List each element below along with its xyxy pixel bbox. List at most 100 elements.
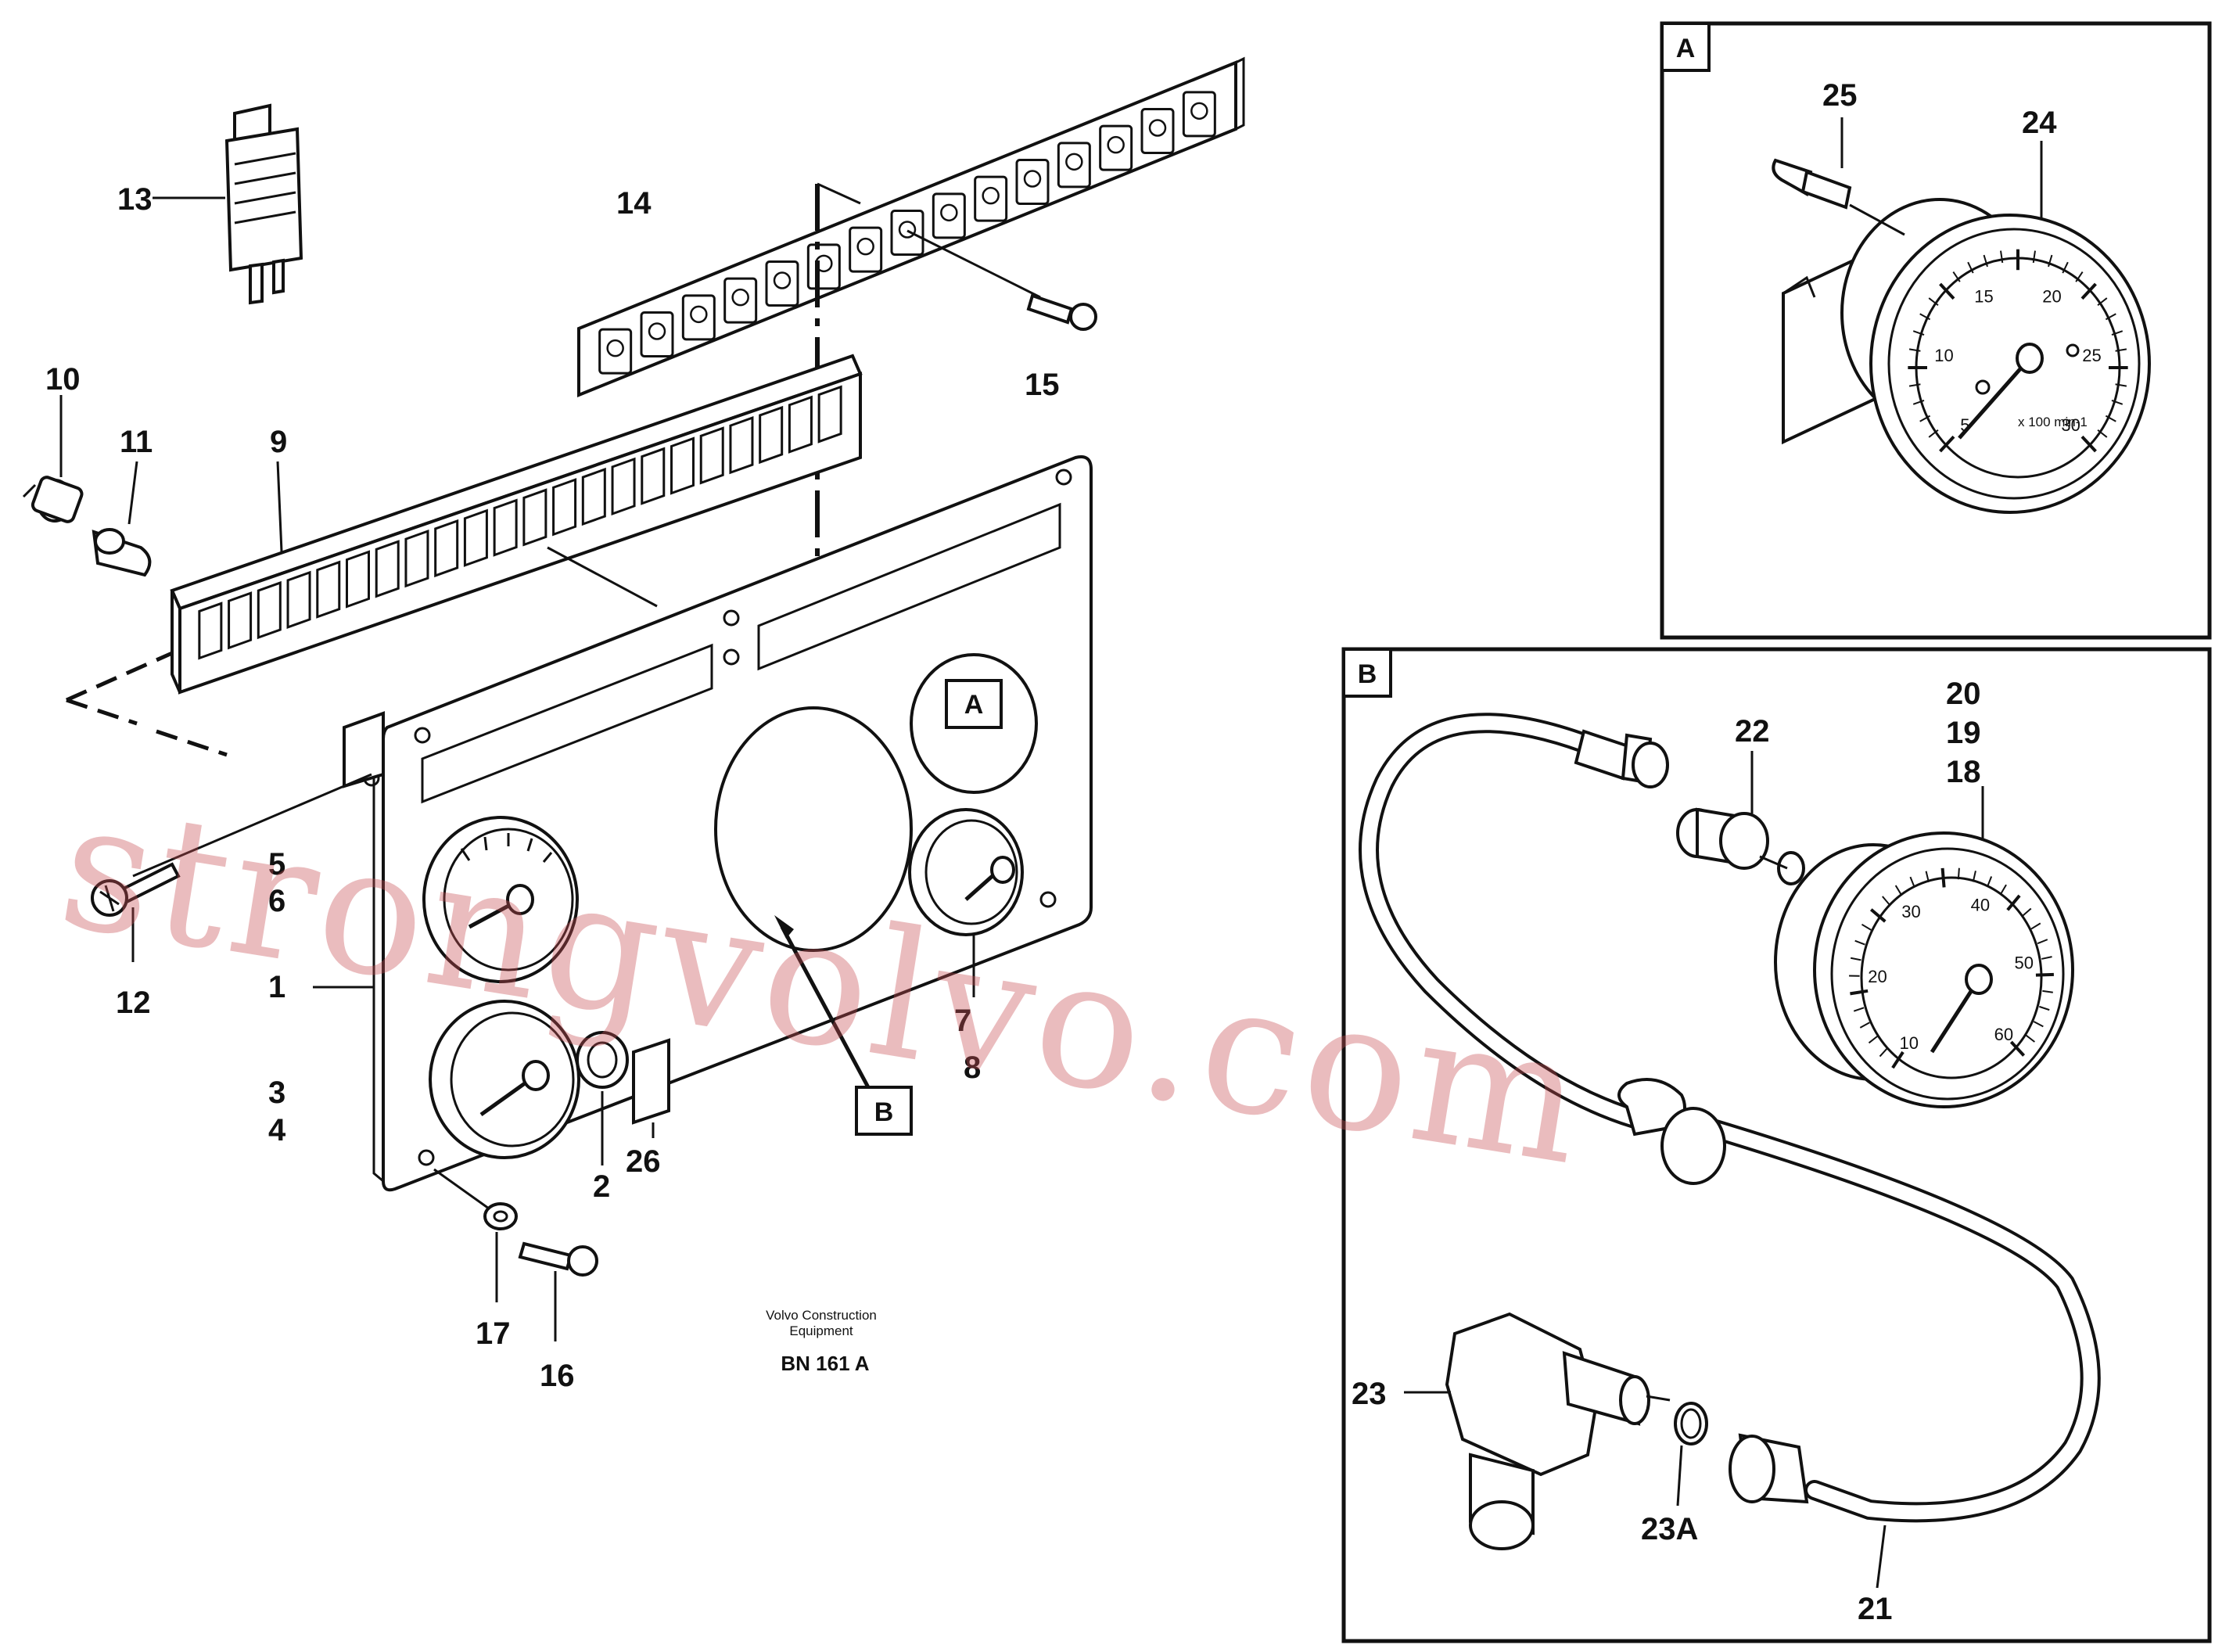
tachometer-unit: x 100 min-1 xyxy=(2018,415,2088,429)
callout-11: 11 xyxy=(120,425,153,459)
callout-23: 23 xyxy=(1352,1377,1387,1411)
bulb-holder-part xyxy=(22,476,84,523)
indicator-cell xyxy=(806,243,841,290)
speedometer-cable-part xyxy=(1359,713,2101,1523)
gauge-lower-left xyxy=(429,1000,580,1159)
callout-14: 14 xyxy=(616,186,652,221)
bulb-part xyxy=(92,528,152,577)
scale-number: 60 xyxy=(1994,1025,2013,1044)
callout-19: 19 xyxy=(1946,716,1981,750)
lamp-slot xyxy=(375,540,400,598)
nut-22-part xyxy=(1676,807,1805,885)
lamp-slot xyxy=(463,508,488,567)
lamp-slot xyxy=(257,580,282,640)
scale-number: 20 xyxy=(2042,286,2061,306)
lamp-slot xyxy=(286,570,311,629)
scale-number: 25 xyxy=(2082,346,2101,365)
callout-26: 26 xyxy=(626,1144,661,1179)
callout-21: 21 xyxy=(1858,1592,1893,1626)
callout-7: 7 xyxy=(954,1004,971,1038)
callout-16: 16 xyxy=(540,1359,575,1393)
detail-box-a xyxy=(1660,21,2212,640)
indicator-cell xyxy=(1015,159,1050,205)
lamp-slot xyxy=(699,426,724,485)
callout-23a: 23A xyxy=(1641,1512,1698,1546)
scale-number: 40 xyxy=(1971,896,1990,915)
scale-number: 10 xyxy=(1934,346,1953,365)
callout-8: 8 xyxy=(964,1050,981,1085)
indicator-cell xyxy=(1140,108,1175,154)
callout-5: 5 xyxy=(268,847,285,882)
view-b-marker: B xyxy=(874,1097,894,1127)
indicator-symbols xyxy=(598,91,1216,375)
callout-6: 6 xyxy=(268,884,285,918)
lamp-slot xyxy=(434,519,459,578)
lamp-slot xyxy=(788,395,813,454)
relay-part xyxy=(224,103,303,305)
screw-15-part xyxy=(1026,293,1097,331)
switch-part xyxy=(576,1031,629,1089)
indicator-cell xyxy=(932,192,966,239)
tachometer-part xyxy=(1782,198,2151,514)
scale-number: 5 xyxy=(1960,415,1969,435)
lamp-slot xyxy=(228,591,253,650)
caption-line-1: Volvo Construction xyxy=(766,1308,877,1323)
lamp-slot xyxy=(641,447,666,505)
indicator-cell xyxy=(723,277,758,324)
callout-10: 10 xyxy=(45,362,81,397)
callout-24: 24 xyxy=(2022,106,2057,140)
callout-3: 3 xyxy=(268,1076,285,1110)
lamp-slot xyxy=(316,560,341,619)
callout-15: 15 xyxy=(1025,368,1060,402)
detail-box-a-label: A xyxy=(1676,34,1696,63)
lamp-slot xyxy=(817,385,842,444)
callout-12: 12 xyxy=(116,986,151,1020)
lamp-slot xyxy=(581,467,606,526)
decal-part xyxy=(632,1038,670,1125)
view-a-marker-box xyxy=(945,679,1003,729)
lamp-slot xyxy=(759,405,784,465)
scale-number: 30 xyxy=(1901,902,1920,921)
lamp-slot xyxy=(552,478,577,537)
drawing-code: BN 161 A xyxy=(781,1352,869,1375)
scale-number: 15 xyxy=(1974,286,1993,306)
indicator-cell xyxy=(1057,142,1091,189)
detail-box-b-label: B xyxy=(1358,659,1377,689)
scale-number: 10 xyxy=(1900,1033,1919,1053)
scale-number: 50 xyxy=(2015,953,2034,973)
lamp-slot xyxy=(198,602,223,660)
screw-12-part xyxy=(91,862,181,917)
indicator-cell xyxy=(598,328,633,375)
callout-13: 13 xyxy=(117,182,153,217)
callout-4: 4 xyxy=(268,1113,286,1147)
tachometer-scale: 5 10 15 20 25 30 xyxy=(1908,249,2128,453)
lamp-slot xyxy=(346,550,370,609)
speedometer-part xyxy=(1774,831,2074,1108)
callout-1: 1 xyxy=(268,970,285,1004)
lamp-slot xyxy=(522,488,547,547)
indicator-cell xyxy=(890,210,924,256)
bulb-25-part xyxy=(1772,158,1852,210)
instrument-panel-part xyxy=(343,455,1093,1192)
washer-part xyxy=(483,1202,518,1230)
callout-2: 2 xyxy=(593,1169,610,1204)
view-a-marker: A xyxy=(964,690,984,720)
lamp-slots xyxy=(198,385,842,660)
gauge-right xyxy=(908,808,1024,936)
gauge-upper-left xyxy=(422,816,579,983)
indicator-cell xyxy=(640,311,674,357)
indicator-cell xyxy=(1182,91,1216,138)
sender-part xyxy=(1445,1312,1671,1550)
scale-number: 30 xyxy=(2061,415,2080,435)
lamp-slot xyxy=(670,436,695,495)
callout-17: 17 xyxy=(476,1316,511,1351)
lamp-slot xyxy=(493,498,518,557)
indicator-cell xyxy=(765,260,799,307)
indicator-cell xyxy=(1099,124,1133,171)
scale-number: 20 xyxy=(1868,967,1887,986)
lamp-slot xyxy=(611,457,636,515)
callout-20: 20 xyxy=(1946,677,1981,711)
screw-16-part xyxy=(518,1241,598,1277)
